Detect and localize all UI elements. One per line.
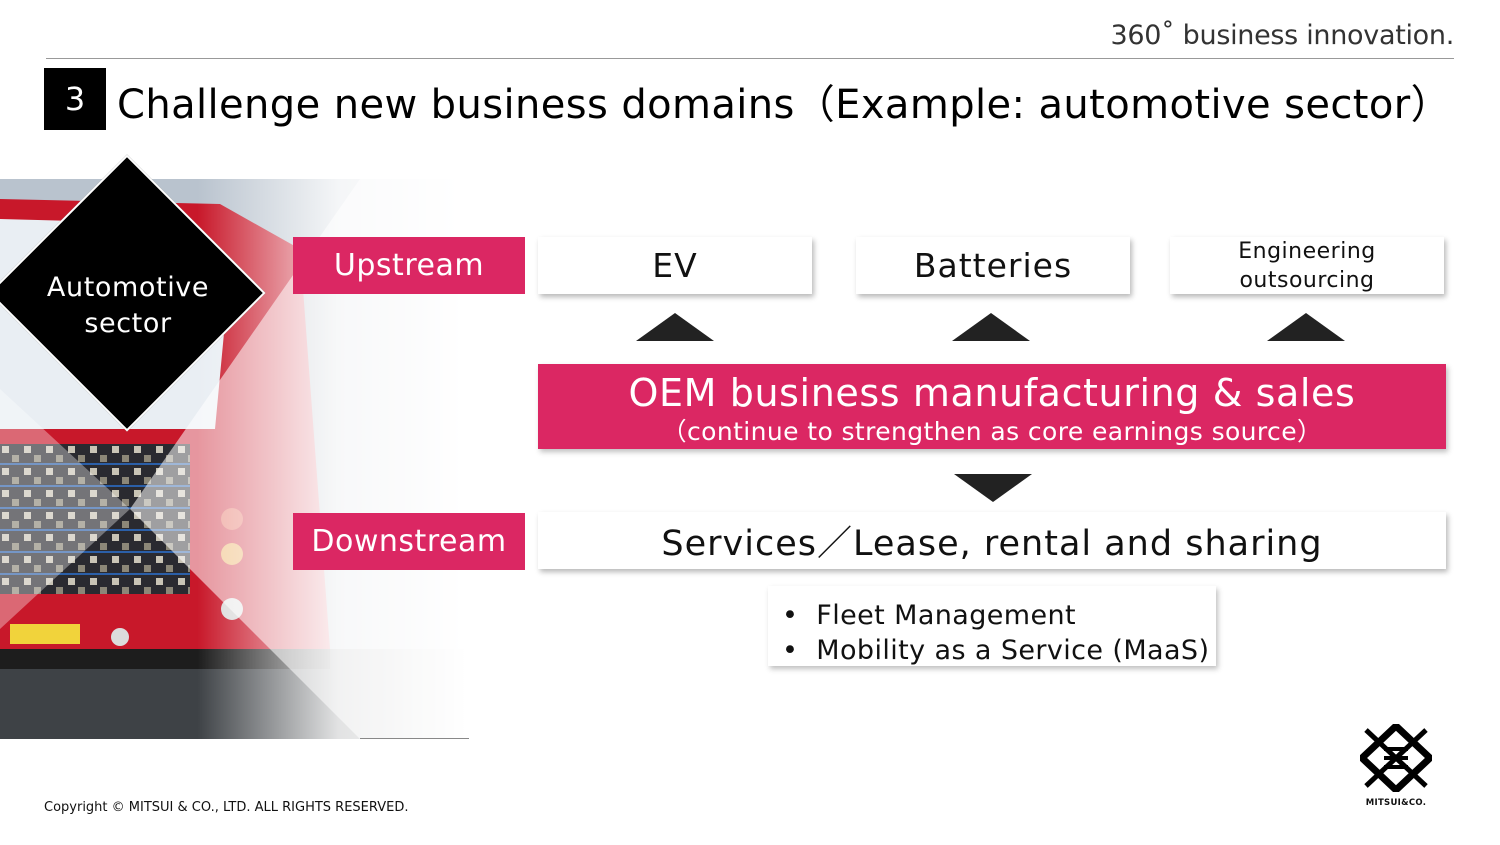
downstream-card-services-label: Services／Lease, rental and sharing — [661, 524, 1323, 564]
section-number-badge: 3 — [44, 68, 106, 130]
bullet-item: • Fleet Management — [782, 600, 1076, 631]
bullet-item: • Mobility as a Service (MaaS) — [782, 635, 1210, 666]
upstream-card-batteries: Batteries — [856, 237, 1130, 294]
mitsui-logo: MITSUI&CO. — [1356, 721, 1436, 808]
copyright-text: Copyright © MITSUI & CO., LTD. ALL RIGHT… — [44, 800, 409, 815]
arrow-up-icon — [1267, 313, 1345, 341]
oem-title: OEM business manufacturing & sales — [628, 371, 1356, 415]
upstream-card-batteries-label: Batteries — [913, 246, 1073, 285]
upstream-card-engineering-label: Engineering outsourcing — [1238, 238, 1376, 293]
upstream-card-ev-label: EV — [652, 246, 698, 285]
sector-label-text: Automotive sector — [46, 272, 210, 339]
logo-text: MITSUI&CO. — [1365, 798, 1427, 808]
page-title: Challenge new business domains（Example: … — [117, 82, 1452, 128]
arrow-up-icon — [636, 313, 714, 341]
header-divider — [46, 58, 1454, 59]
downstream-bullet-list: • Fleet Management • Mobility as a Servi… — [768, 586, 1216, 666]
downstream-tag: Downstream — [293, 513, 525, 570]
tagline: 360˚ business innovation. — [1110, 20, 1455, 51]
upstream-card-engineering: Engineering outsourcing — [1170, 237, 1444, 294]
bullet-text: Fleet Management — [816, 600, 1076, 631]
arrow-down-icon — [954, 474, 1032, 502]
photo-divider — [360, 738, 469, 739]
mitsui-logo-icon — [1356, 721, 1436, 795]
oem-business-box: OEM business manufacturing & sales （cont… — [538, 364, 1446, 449]
oem-subtitle: （continue to strengthen as core earnings… — [661, 417, 1323, 446]
sector-label: Automotive sector — [20, 270, 236, 342]
upstream-tag: Upstream — [293, 237, 525, 294]
bullet-text: Mobility as a Service (MaaS) — [816, 635, 1210, 666]
downstream-card-services: Services／Lease, rental and sharing — [538, 512, 1446, 569]
upstream-card-ev: EV — [538, 237, 812, 294]
arrow-up-icon — [952, 313, 1030, 341]
